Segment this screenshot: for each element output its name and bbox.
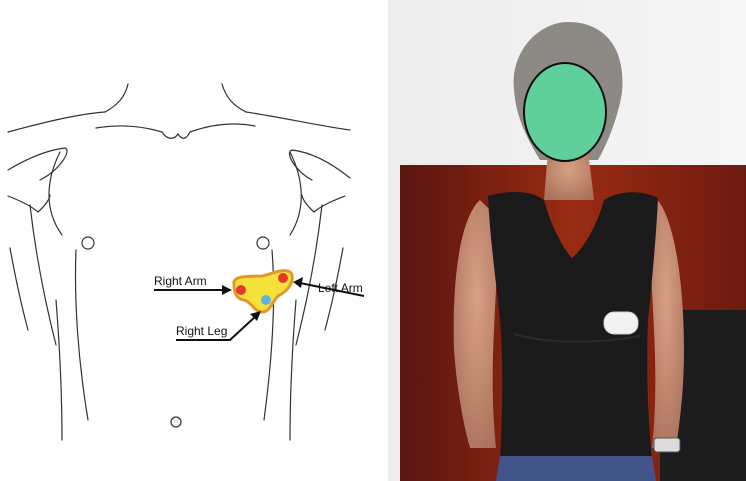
right-leg-electrode xyxy=(261,295,271,305)
left-arm-electrode xyxy=(278,273,288,283)
deltoid-left xyxy=(8,148,67,180)
right-arm-electrode xyxy=(236,285,246,295)
face-mask xyxy=(524,63,606,161)
torso-left-side xyxy=(56,300,62,440)
arm-left-outer xyxy=(8,195,50,212)
pectoral-right xyxy=(290,152,301,235)
right-arm-arrowhead xyxy=(222,285,232,295)
arm-right-inner xyxy=(296,205,322,345)
ecg-device xyxy=(604,312,638,334)
arm-left-line xyxy=(10,248,28,330)
right-leg-label: Right Leg xyxy=(176,324,227,338)
shoulder-left-line xyxy=(8,112,105,132)
torso-right-side xyxy=(290,300,296,440)
left-arm-arrowhead xyxy=(293,277,303,288)
shoulder-right-line xyxy=(246,112,350,130)
jeans xyxy=(496,456,656,481)
sternal-notch xyxy=(162,132,190,138)
photo-panel xyxy=(388,0,746,481)
wristwatch xyxy=(654,438,680,452)
electrode-patch xyxy=(234,271,293,312)
clavicle-left xyxy=(96,126,162,132)
neck-left-line xyxy=(105,84,128,112)
navel xyxy=(171,417,181,427)
torso-diagram xyxy=(8,84,350,440)
left-arm-label: Left Arm xyxy=(318,281,363,295)
arm-left-inner xyxy=(30,205,56,345)
nipple-right xyxy=(257,237,269,249)
nipple-left xyxy=(82,237,94,249)
neck-right-line xyxy=(222,84,246,112)
arm-right-outer xyxy=(302,195,345,212)
abdomen-left-line xyxy=(76,250,89,420)
right-arm-label: Right Arm xyxy=(154,274,207,288)
clavicle-right xyxy=(190,124,255,132)
